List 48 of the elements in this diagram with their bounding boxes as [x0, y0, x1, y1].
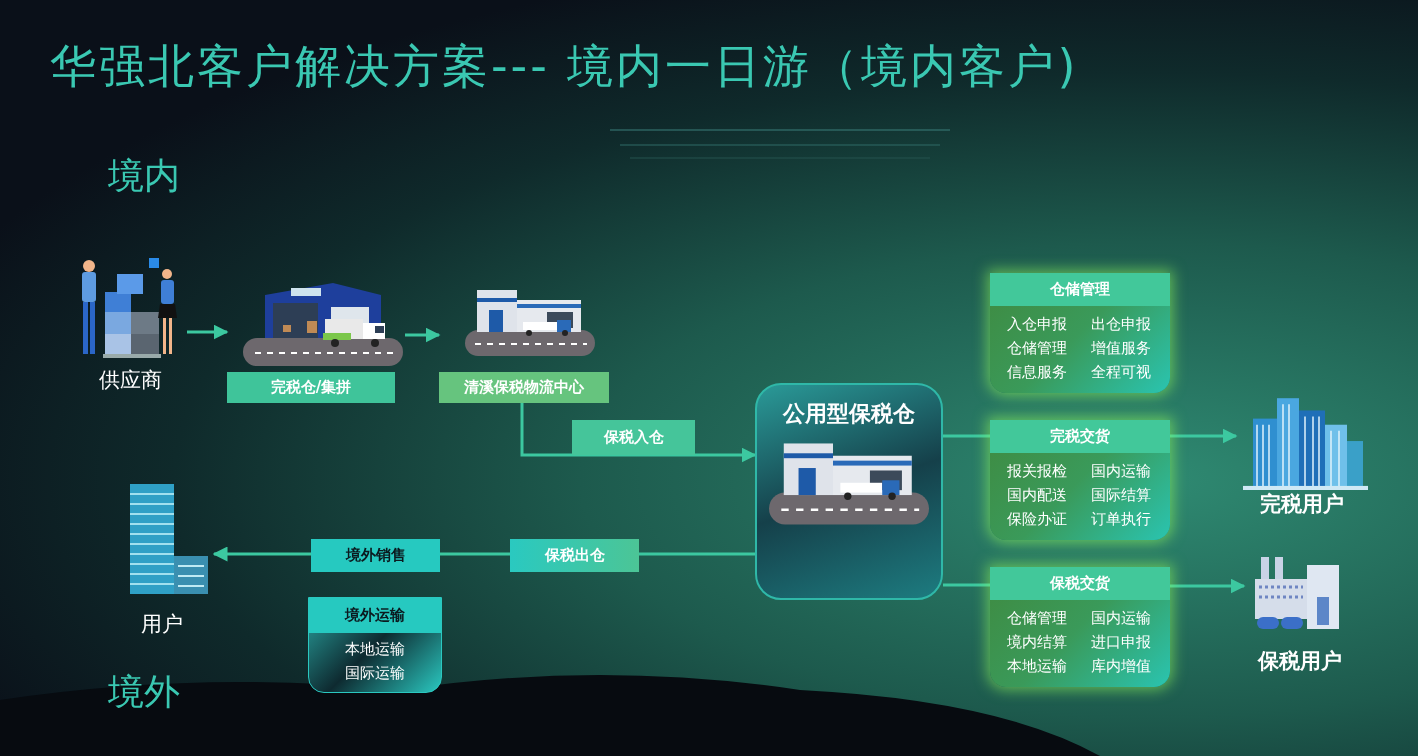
arrow — [212, 546, 311, 562]
node-label: 用户 — [141, 611, 183, 638]
name-tag: 境外销售 — [311, 539, 440, 572]
service-card — [990, 273, 1170, 393]
service-item: 增值服务 — [1091, 339, 1151, 358]
service-item: 国内运输 — [1091, 609, 1151, 628]
arrow — [187, 324, 229, 340]
service-item: 国际运输 — [344, 664, 406, 683]
name-tag: 清溪保税物流中心 — [439, 372, 609, 403]
node-label: 供应商 — [98, 367, 162, 394]
service-item: 出仓申报 — [1091, 315, 1151, 334]
node-label: 保税用户 — [1258, 648, 1342, 675]
service-card — [308, 597, 442, 693]
service-item: 保险办证 — [1007, 510, 1067, 529]
service-item: 本地运输 — [1007, 657, 1067, 676]
region-label: 境外 — [108, 670, 180, 714]
edge-label: 保税出仓 — [510, 539, 639, 572]
card-header: 境外运输 — [309, 598, 441, 633]
edge-label: 保税入仓 — [572, 420, 695, 455]
service-item: 国内配送 — [1007, 486, 1067, 505]
card-header: 完税交货 — [990, 420, 1170, 453]
service-card — [990, 567, 1170, 687]
arrow — [1170, 428, 1238, 444]
warehouse-card — [755, 383, 943, 600]
service-item: 库内增值 — [1091, 657, 1151, 676]
service-item: 本地运输 — [344, 640, 406, 659]
service-item: 订单执行 — [1091, 510, 1151, 529]
service-card — [990, 420, 1170, 540]
arrow — [405, 327, 441, 343]
card-header: 保税交货 — [990, 567, 1170, 600]
service-item: 信息服务 — [1007, 363, 1067, 382]
service-item: 仓储管理 — [1007, 339, 1067, 358]
page-title: 华强北客户解决方案--- 境内一日游（境内客户) — [50, 38, 1079, 95]
card-title: 公用型保税仓 — [781, 400, 916, 428]
service-item: 仓储管理 — [1007, 609, 1067, 628]
service-item: 国际结算 — [1091, 486, 1151, 505]
arrow — [1170, 578, 1246, 594]
card-header: 仓储管理 — [990, 273, 1170, 306]
service-item: 国内运输 — [1091, 462, 1151, 481]
service-item: 入仓申报 — [1007, 315, 1067, 334]
service-item: 境内结算 — [1007, 633, 1067, 652]
node-label: 完税用户 — [1260, 491, 1344, 518]
service-item: 进口申报 — [1091, 633, 1151, 652]
service-item: 报关报检 — [1007, 462, 1067, 481]
name-tag: 完税仓/集拼 — [227, 372, 395, 403]
arrow — [520, 403, 757, 463]
service-item: 全程可视 — [1091, 363, 1151, 382]
region-label: 境内 — [108, 154, 180, 198]
